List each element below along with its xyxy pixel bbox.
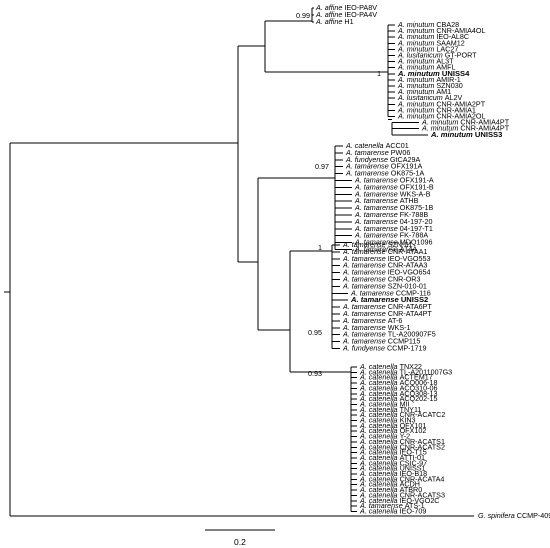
- taxon-label: A. minutum AMIR-1: [397, 75, 461, 84]
- taxon-label: A. tamarense MDQ1096: [354, 238, 433, 247]
- tree-branches: [4, 7, 474, 517]
- taxon-label: A. minutum AM1: [397, 87, 451, 96]
- taxon-label: A. tamarense SZN-01: [342, 240, 413, 249]
- taxon-label: A. tamarense AT4A: [354, 244, 417, 253]
- support-value: 0.97: [315, 162, 329, 171]
- taxon-label: A. catenella CNR-ACATC2: [359, 410, 445, 419]
- taxon-label: A. tamarense 04-197-20: [354, 217, 433, 226]
- taxon-label: A. catenella ACQ202-15: [359, 394, 438, 403]
- taxon-label: A. minutum UNISS3: [430, 130, 502, 139]
- taxon-label: A. tamarense OFX191A: [345, 162, 423, 171]
- taxon-label: A. tamarense ATS-1: [359, 501, 425, 510]
- taxon-label: G. spinifera CCMP-409: [478, 511, 550, 520]
- taxon-label: A. tamarense UNISS2: [350, 295, 428, 304]
- scale-bar-label: 0.2: [234, 537, 246, 547]
- taxon-label: A. catenella MII: [359, 399, 410, 408]
- taxon-label: A. minutum CNR-AMIA2OL: [397, 111, 485, 120]
- taxon-label: A. minutum SAAM12: [397, 38, 465, 47]
- taxon-label: A. tamarense TL-A200907F5: [342, 330, 436, 339]
- taxon-label: A. catenella ATTI-01: [359, 453, 425, 462]
- support-value: 1: [318, 243, 322, 252]
- taxon-label: A. tamarense CCMP-116: [350, 288, 431, 297]
- taxon-label: A. tamarense ATHB: [354, 196, 419, 205]
- taxon-label: A. minutum CBA28: [397, 20, 459, 29]
- taxon-label: A. minutum CNR-AMIA1: [397, 105, 476, 114]
- support-value: 0.95: [308, 328, 322, 337]
- taxon-label: A. tamarense SZN-010-01: [342, 281, 427, 290]
- taxon-label: A. minutum AL3T: [397, 57, 454, 66]
- taxon-label: A. tamarense IEO-VGO553: [342, 254, 431, 263]
- support-value: 0.99: [296, 11, 310, 20]
- taxon-label: A. minutum CNR-AMIA4PT: [421, 124, 510, 133]
- taxon-label: A. tamarense WKS-1: [342, 323, 411, 332]
- taxon-label: A. catenella IEO-VGO2C: [359, 496, 440, 505]
- taxon-label: A. tamarense OK875-1B: [354, 203, 434, 212]
- taxon-label: A. tamarense PW06: [345, 148, 410, 157]
- taxon-label: A. tamarense 04-197-T1: [354, 224, 433, 233]
- taxon-label: A. affine IEO-PA4V: [315, 10, 377, 19]
- taxon-label: A. catenella CNR-ACATS3: [359, 490, 445, 499]
- taxon-label: A. minutum CNR-AMIA4PT: [421, 118, 510, 127]
- taxon-label: A. tamarense CNR-OR3: [342, 274, 421, 283]
- taxon-label: A. lusitanicum AL2V: [397, 93, 463, 102]
- taxon-label: A. affine IEO-PA8V: [315, 3, 377, 12]
- taxon-label: A. minutum IEO-AL8C: [397, 32, 469, 41]
- taxon-label: A. catenella TNY11: [359, 405, 421, 414]
- taxon-label: A. minutum UNISS4: [397, 69, 470, 78]
- taxon-label: A. catenella UNISS1: [359, 464, 426, 473]
- taxon-label: A. minutum CNR-AMIA2PT: [397, 99, 486, 108]
- support-value: 1: [377, 69, 381, 78]
- taxon-label: A. tamarense FK-788A: [354, 231, 428, 240]
- taxon-label: A. fundyense CCMP-1719: [342, 343, 427, 352]
- support-values: 0.99 1 0.97 1 0.95 0.93: [296, 11, 381, 378]
- taxon-label: A. minutum CNR-AMIA4OL: [397, 26, 485, 35]
- taxon-label: A. catenella ACQ310-06: [359, 383, 438, 392]
- taxon-label: A. catenella CNR-ACATA4: [359, 474, 444, 483]
- taxon-label: A. tamarense AT-6: [342, 316, 402, 325]
- taxon-label: A. tamarense CCMP115: [342, 337, 420, 346]
- scale-bar: 0.2: [205, 529, 275, 547]
- taxon-label: A. catenella IEO-T15: [359, 448, 427, 457]
- taxon-label: A. catenella Y-2: [359, 431, 410, 440]
- taxon-label: A. tamarense FK-788B: [354, 210, 428, 219]
- taxon-label: A. catenella TL-A2011007G3: [359, 367, 452, 376]
- taxon-label: A. catenella TNX22: [359, 362, 422, 371]
- taxon-label: A. tamarense OK875-1A: [345, 169, 425, 178]
- taxon-label: A. affine H1: [315, 17, 354, 26]
- taxon-label: A. catenella CNR-ACATS1: [359, 437, 445, 446]
- taxon-label: A. minutum AMFL: [397, 63, 456, 72]
- taxon-label: A. catenella CNR-ACATS2: [359, 442, 445, 451]
- taxon-label: A. tamarense OFX191-A: [354, 175, 434, 184]
- taxon-label: A. tamarense CNR-ATA6PT: [342, 302, 432, 311]
- taxon-label: A. tamarense CNR-ATAA3: [342, 261, 427, 270]
- taxon-label: A. catenella ACTEM17: [359, 373, 433, 382]
- taxon-label: A. catenella OFX101: [359, 421, 426, 430]
- taxon-label: A. catenella IEO-709: [359, 506, 426, 515]
- taxon-label: A. fundyense GtCA29A: [345, 155, 421, 164]
- taxon-label: A. catenella ATBR0: [359, 485, 422, 494]
- taxon-label: A. catenella ACDH: [359, 480, 420, 489]
- taxon-label: A. catenella KIN3: [359, 415, 416, 424]
- taxon-label: A. catenella CSIC-97: [359, 458, 427, 467]
- taxon-label: A. tamarense CNR-ATAA1: [342, 247, 427, 256]
- taxon-label: A. minutum SZN030: [397, 81, 463, 90]
- taxon-label: A. tamarense CNR-ATA4PT: [342, 309, 432, 318]
- taxon-label: A. tamarense IEO-VGO654: [342, 268, 431, 277]
- taxon-label: A. minutum LAC27: [397, 44, 458, 53]
- support-value: 0.93: [308, 369, 322, 378]
- taxon-label: A. catenella ACQ308-13: [359, 389, 438, 398]
- taxon-label: A. tamarense WKS-A-B: [354, 189, 431, 198]
- taxon-label: A. catenella ACC01: [345, 141, 409, 150]
- taxon-label: A. catenella IEO-B18: [359, 469, 427, 478]
- taxon-label: A. catenella OFX102: [359, 426, 426, 435]
- taxon-label: A. catenella ACQ006-18: [359, 378, 438, 387]
- taxon-label: A. tamarense OFX191-B: [354, 182, 434, 191]
- taxon-label: A. lusitanicum GT-PORT: [397, 50, 477, 59]
